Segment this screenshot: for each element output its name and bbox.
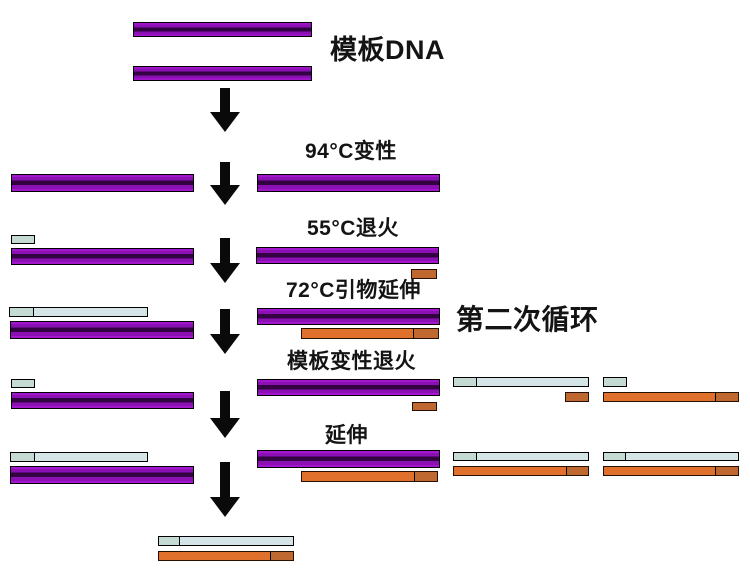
extended-blue-strand xyxy=(10,452,148,462)
primer-segment xyxy=(604,453,626,460)
primer-segment xyxy=(11,453,35,461)
primer-segment xyxy=(715,467,738,475)
forward-primer xyxy=(11,235,35,244)
product-blue-strand xyxy=(158,536,294,546)
template-strand xyxy=(11,392,194,409)
product-orange-strand xyxy=(158,551,294,561)
label-step-anneal: 55°C退火 xyxy=(307,217,399,240)
template-dna-strand xyxy=(133,66,312,81)
label-step-extend: 72°C引物延伸 xyxy=(286,279,421,302)
extended-blue-strand xyxy=(453,452,589,461)
denatured-strand xyxy=(256,247,439,264)
down-arrow-icon xyxy=(210,162,240,205)
down-arrow-icon xyxy=(210,88,240,132)
template-strand xyxy=(10,321,194,339)
label-template-dna: 模板DNA xyxy=(330,35,445,65)
extended-blue-strand xyxy=(603,452,739,461)
down-arrow-icon xyxy=(210,391,240,438)
primer-segment xyxy=(159,537,180,545)
extended-orange-strand xyxy=(301,471,438,482)
template-strand xyxy=(10,466,194,484)
down-arrow-icon xyxy=(210,309,240,354)
primer-segment xyxy=(414,472,437,481)
extended-orange-strand xyxy=(603,466,739,476)
primer-segment xyxy=(715,393,738,401)
denatured-strand xyxy=(257,174,440,192)
template-strand xyxy=(257,308,440,325)
template-strand xyxy=(257,450,440,468)
forward-primer xyxy=(603,377,627,387)
extended-orange-strand xyxy=(301,328,439,339)
primer-segment xyxy=(454,378,477,386)
extended-orange-strand xyxy=(453,466,589,476)
reverse-primer xyxy=(565,392,589,402)
down-arrow-icon xyxy=(210,462,240,517)
template-strand xyxy=(257,379,440,396)
reverse-primer xyxy=(411,269,437,279)
reverse-primer xyxy=(412,402,437,411)
primer-segment xyxy=(270,552,293,560)
extended-blue-strand xyxy=(9,307,148,317)
primer-segment xyxy=(566,467,588,475)
label-step-denature: 94°C变性 xyxy=(305,140,397,163)
forward-primer xyxy=(11,379,35,388)
template-dna-strand xyxy=(133,22,312,37)
down-arrow-icon xyxy=(210,238,240,283)
label-step-extend2: 延伸 xyxy=(325,424,368,447)
primer-segment xyxy=(454,453,477,460)
primer-segment xyxy=(413,329,438,338)
denatured-strand xyxy=(11,174,194,192)
blue-strand-annealed xyxy=(453,377,589,387)
denatured-strand xyxy=(11,248,194,265)
label-second-cycle: 第二次循环 xyxy=(456,304,599,335)
primer-segment xyxy=(10,308,34,316)
label-step-denature-anneal: 模板变性退火 xyxy=(287,350,416,373)
orange-strand-annealed xyxy=(603,392,739,402)
